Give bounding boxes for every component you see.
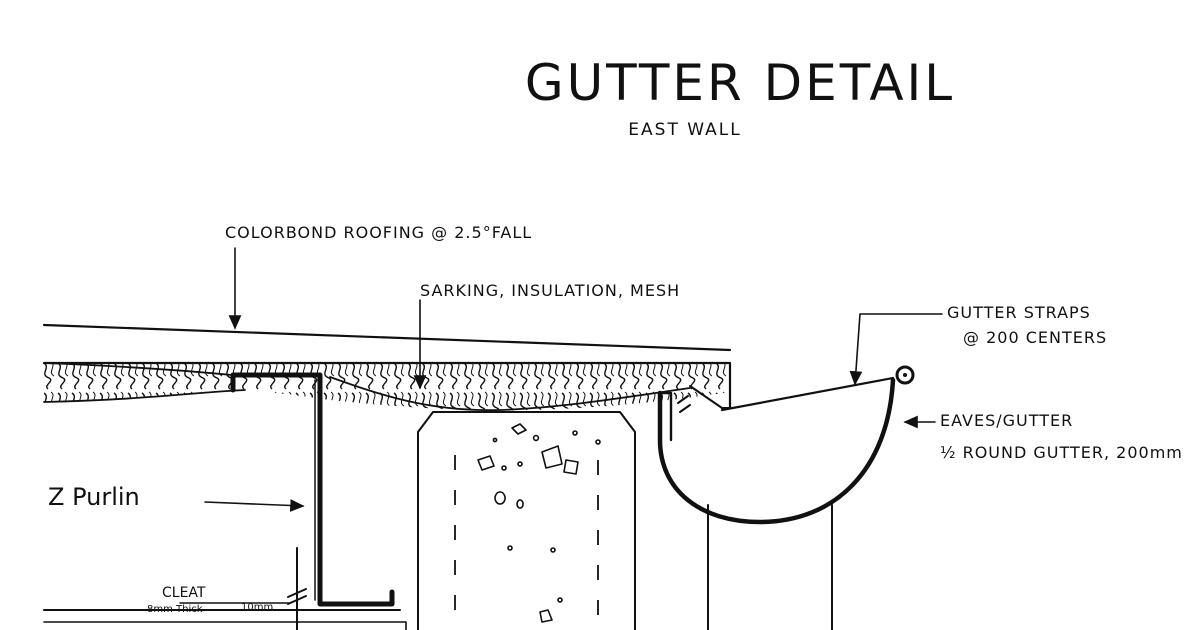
cleat (287, 547, 307, 630)
half-round-gutter (657, 365, 915, 525)
label-roofing: COLORBOND ROOFING @ 2.5°FALL (225, 223, 532, 242)
label-straps-spacing: @ 200 CENTERS (963, 328, 1107, 347)
concrete-column (417, 411, 636, 630)
label-eaves-gutter: EAVES/GUTTER (940, 411, 1073, 430)
z-purlin (230, 372, 395, 607)
wall-top-plate (43, 609, 407, 630)
drawing-subtitle: EAST WALL (628, 120, 741, 140)
label-cleat-dimension: 10mm (241, 602, 273, 613)
label-gutter-size: ½ ROUND GUTTER, 200mm (940, 443, 1183, 462)
label-gutter-straps: GUTTER STRAPS (947, 303, 1091, 322)
drawing-title: GUTTER DETAIL (525, 54, 955, 112)
label-cleat: CLEAT (162, 585, 206, 601)
insulation-band (43, 362, 730, 412)
downpipe (707, 504, 833, 630)
leader-lines (179, 247, 943, 604)
label-sarking: SARKING, INSULATION, MESH (420, 281, 680, 300)
label-z-purlin: Z Purlin (48, 483, 140, 511)
label-cleat-thickness: 8mm Thick (147, 604, 203, 615)
